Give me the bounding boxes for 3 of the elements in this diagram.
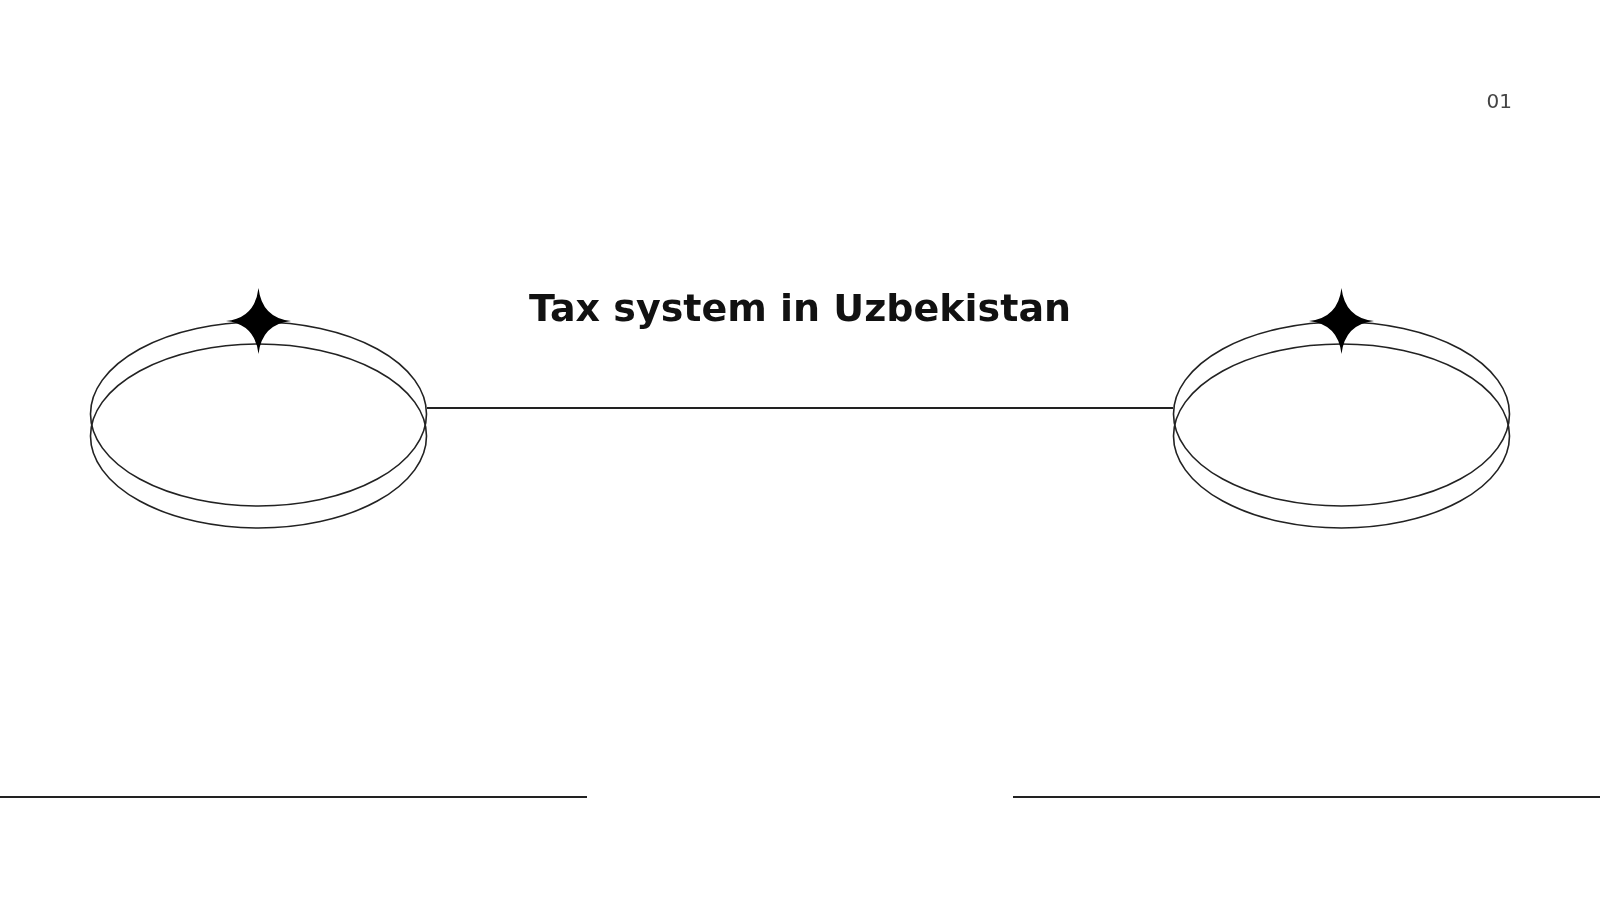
page-number: 01 (1486, 89, 1512, 113)
connector-line (426, 407, 1174, 409)
title: Tax system in Uzbekistan (528, 286, 1072, 330)
